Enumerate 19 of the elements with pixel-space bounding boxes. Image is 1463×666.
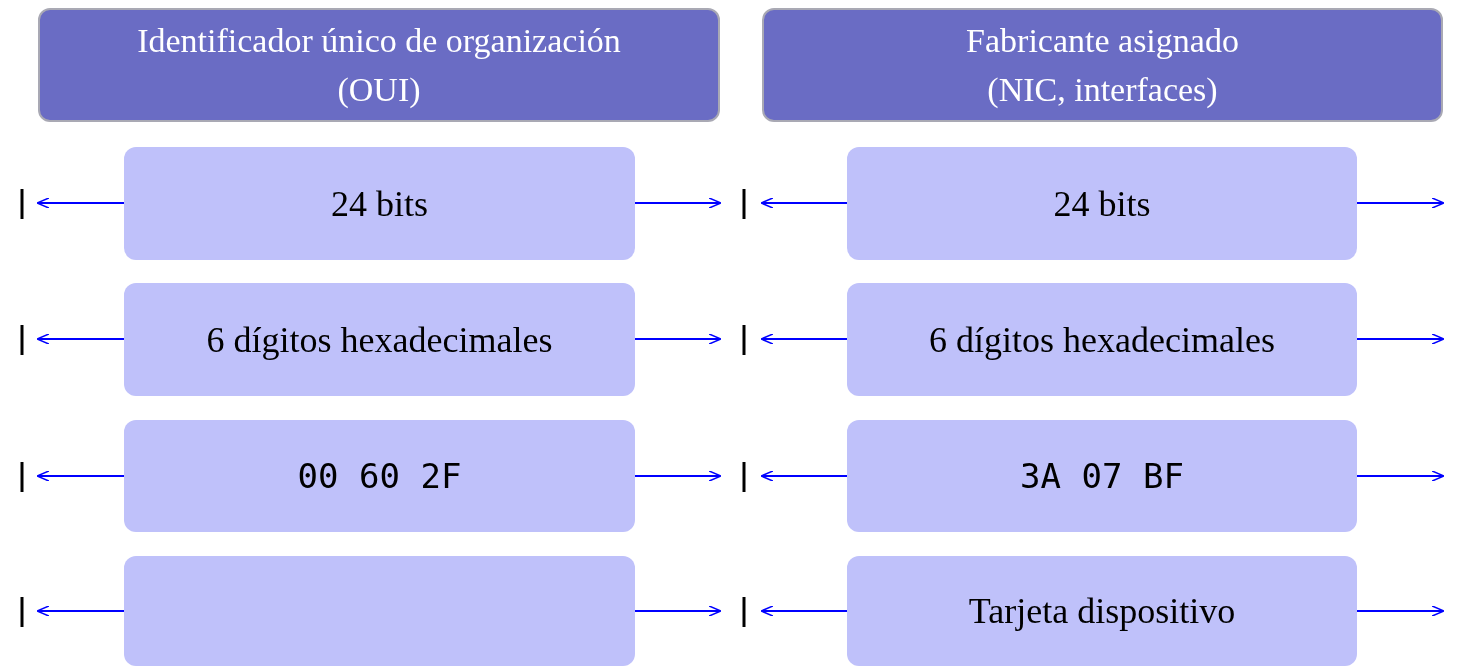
field-box xyxy=(124,283,635,396)
field-label: 6 dígitos hexadecimales xyxy=(929,318,1275,361)
field-label: 24 bits xyxy=(331,182,428,225)
field-box xyxy=(124,420,635,532)
field-box xyxy=(847,147,1357,260)
header-text: Fabricante asignado (NIC, interfaces) xyxy=(965,20,1240,110)
field-box xyxy=(847,420,1357,532)
field-box xyxy=(124,147,635,260)
field-label: 6 dígitos hexadecimales xyxy=(206,318,553,361)
header-box xyxy=(762,8,1443,122)
field-label: 00 60 2F xyxy=(297,456,462,496)
field-label: Tarjeta dispositivo xyxy=(968,590,1236,632)
field-box xyxy=(124,556,635,666)
header-box xyxy=(38,8,720,122)
field-box xyxy=(847,283,1357,396)
field-label: 24 bits xyxy=(1053,182,1151,225)
field-box xyxy=(847,556,1357,666)
field-label: 3A 07 BF xyxy=(1020,456,1184,496)
header-text: Identificador único de organización (OUI) xyxy=(136,20,622,110)
